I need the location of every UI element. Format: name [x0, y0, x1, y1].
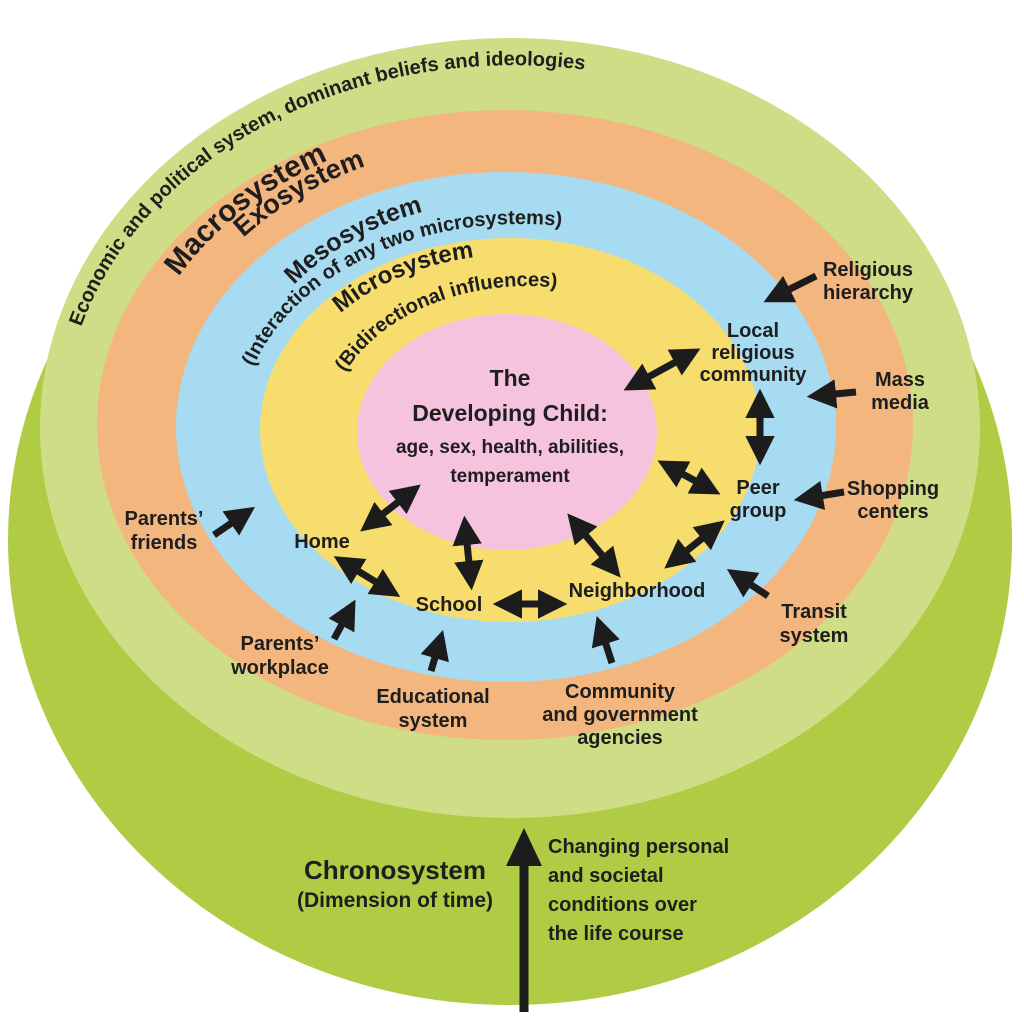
node-line: system: [780, 625, 849, 647]
node-line: Local: [727, 320, 779, 342]
time-line-2: and societal: [548, 865, 664, 887]
node-mass-media: Mass media: [871, 369, 930, 414]
arrow-educational-system: [420, 629, 449, 672]
arrow-parents-friends: [212, 506, 256, 538]
chronosystem-label: Chronosystem (Dimension of time): [297, 855, 493, 912]
time-line-3: conditions over: [548, 894, 697, 916]
arrow-center-local-religious: [623, 348, 701, 391]
arrow-center-peer-group: [657, 460, 721, 495]
node-parents-friends: Parents’ friends: [125, 508, 204, 554]
node-line: media: [871, 392, 930, 414]
node-line: Peer: [736, 477, 780, 499]
node-line: agencies: [577, 727, 663, 749]
arrow-center-school: [452, 515, 484, 591]
node-line: group: [730, 500, 787, 522]
node-line: centers: [857, 501, 928, 523]
time-arrow-head-icon: [506, 828, 542, 866]
chronosystem-title-label: Chronosystem: [304, 855, 486, 885]
node-shopping-centers: Shopping centers: [847, 478, 939, 523]
arrow-parents-workplace: [328, 599, 356, 641]
child-line-1: The: [490, 365, 531, 391]
developing-child-circle: [357, 314, 657, 550]
node-line: Religious: [823, 259, 913, 281]
arrow-home-school: [333, 556, 401, 597]
influence-arrows: [212, 272, 857, 672]
child-line-4: temperament: [450, 466, 570, 487]
arrow-community-agencies: [591, 616, 620, 665]
node-line: religious: [711, 342, 794, 364]
time-line-4: the life course: [548, 923, 684, 945]
arrow-center-neighborhood: [567, 513, 621, 578]
node-community-government-agencies: Community and government agencies: [542, 681, 698, 749]
arrow-neighborhood-peer-group: [664, 520, 725, 569]
node-line: Educational: [376, 686, 489, 708]
node-religious-hierarchy: Religious hierarchy: [823, 259, 914, 304]
node-line: and government: [542, 704, 698, 726]
node-line: hierarchy: [823, 282, 914, 304]
chronosystem-subtitle-label: (Dimension of time): [297, 889, 493, 912]
node-local-religious-community: Local religious community: [700, 320, 808, 386]
node-line: Community: [565, 681, 676, 703]
arrow-mass-media: [806, 379, 857, 409]
node-line: Parents’: [241, 633, 320, 655]
chronosystem-time-arrow: [506, 828, 542, 1012]
node-line: School: [416, 594, 483, 616]
node-transit-system: Transit system: [780, 601, 849, 647]
node-line: workplace: [230, 657, 329, 679]
node-line: Neighborhood: [569, 580, 706, 602]
node-neighborhood: Neighborhood: [569, 580, 706, 602]
arrow-center-home: [360, 484, 421, 532]
node-line: Parents’: [125, 508, 204, 530]
node-line: community: [700, 364, 808, 386]
node-line: system: [399, 710, 468, 732]
arrow-religious-hierarchy: [763, 272, 818, 303]
child-line-3: age, sex, health, abilities,: [396, 437, 624, 458]
arrow-shopping-centers: [793, 480, 845, 510]
child-line-2: Developing Child:: [412, 400, 608, 426]
node-line: Mass: [875, 369, 925, 391]
node-educational-system: Educational system: [376, 686, 489, 732]
developing-child-label: The Developing Child: age, sex, health, …: [396, 365, 624, 487]
node-parents-workplace: Parents’ workplace: [230, 633, 329, 679]
node-line: friends: [131, 532, 198, 554]
time-line-1: Changing personal: [548, 836, 729, 858]
node-peer-group: Peer group: [730, 477, 787, 522]
time-arrow-label: Changing personal and societal condition…: [548, 836, 729, 945]
node-home: Home: [294, 531, 350, 553]
node-line: Shopping: [847, 478, 939, 500]
node-school: School: [416, 594, 483, 616]
node-line: Transit: [781, 601, 847, 623]
node-line: Home: [294, 531, 350, 553]
arrow-transit-system: [726, 568, 770, 599]
